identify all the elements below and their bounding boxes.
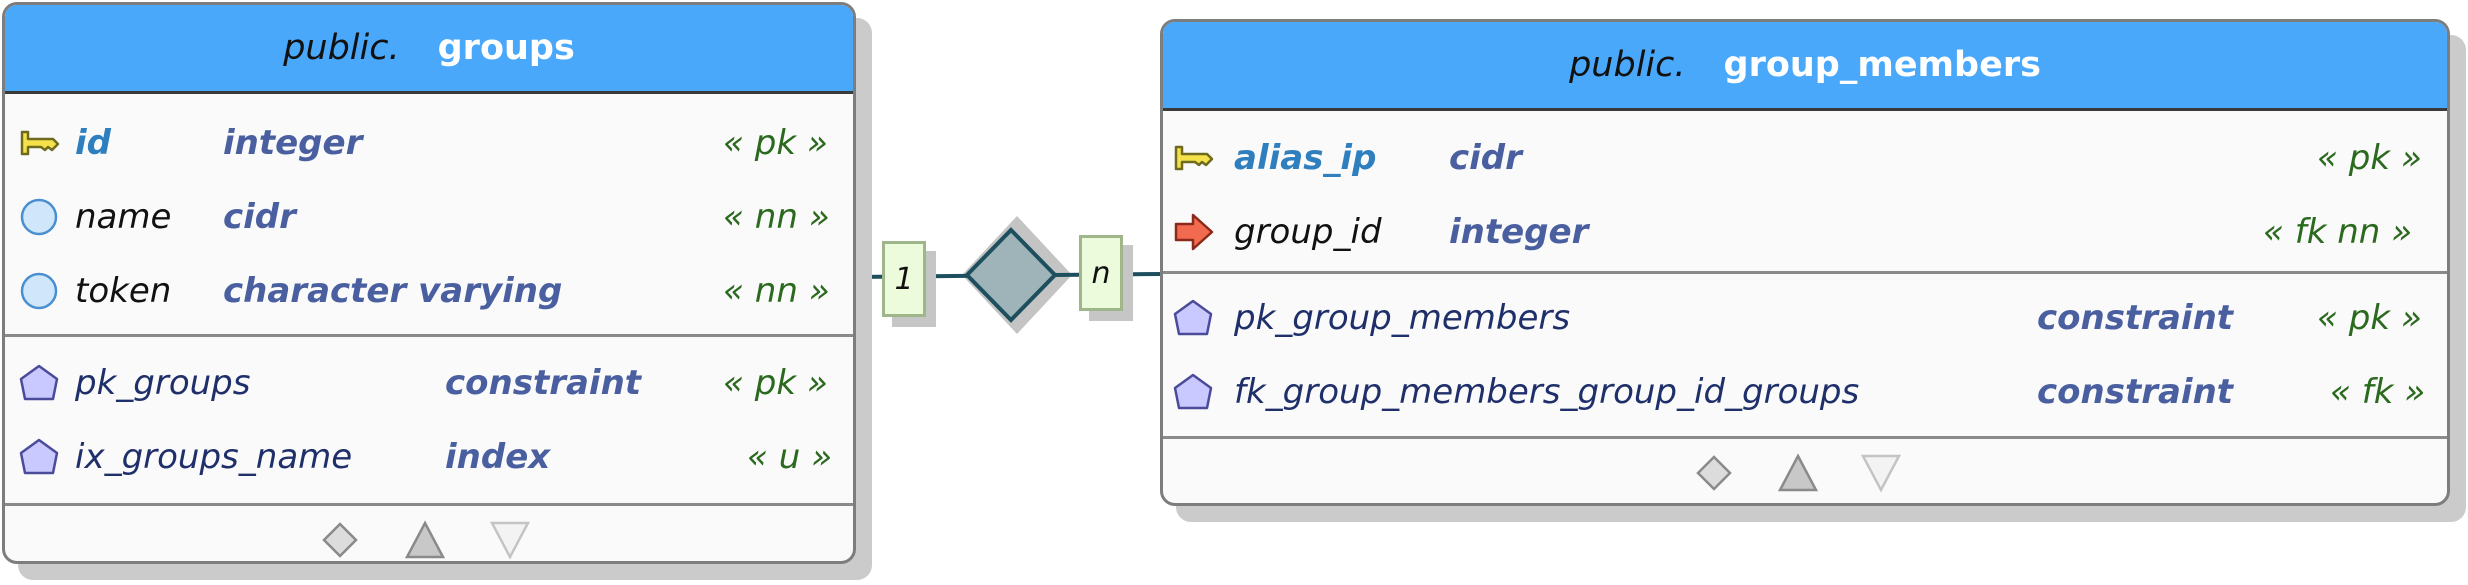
column-row-token[interactable]: token character varying « nn » [5,254,853,328]
triangle-down-icon[interactable] [1860,452,1902,494]
table-header[interactable]: public. group_members [1163,22,2447,111]
relationship-diamond [964,227,1058,323]
primary-key-icon [19,123,61,163]
column-type: cidr [223,197,296,237]
constraint-tag: « pk » [2317,298,2422,338]
diamond-icon[interactable] [319,519,361,561]
column-tag: « pk » [723,123,828,163]
cardinality-many-label: n [1079,235,1123,311]
constraint-tag: « pk » [723,363,828,403]
column-row-id[interactable]: id integer « pk » [5,106,853,180]
constraint-row-fk-group-members[interactable]: fk_group_members_group_id_groups constra… [1163,355,2447,429]
constraint-tag: « u » [747,437,833,477]
column-name: token [75,271,172,311]
constraint-row-ix-groups-name[interactable]: ix_groups_name index « u » [5,420,853,494]
diamond-icon[interactable] [1693,452,1735,494]
constraint-type: constraint [445,363,642,403]
constraint-name: fk_group_members_group_id_groups [1234,372,1860,412]
constraint-pentagon-icon [19,437,61,477]
triangle-up-icon[interactable] [404,519,446,561]
constraint-pentagon-icon [1173,298,1215,338]
constraint-pentagon-icon [19,363,61,403]
cardinality-one-text: 1 [894,261,914,297]
column-tag: « nn » [723,197,830,237]
column-row-alias-ip[interactable]: alias_ip cidr « pk » [1163,121,2447,195]
section-divider [5,334,853,337]
constraint-row-pk-group-members[interactable]: pk_group_members constraint « pk » [1163,281,2447,355]
column-type: cidr [1449,138,1522,178]
table-footer [1163,439,2447,503]
column-name: name [75,197,172,237]
column-tag: « pk » [2317,138,2422,178]
schema-name: public. [1569,45,1686,85]
column-tag: « fk nn » [2263,212,2413,252]
column-name: id [75,123,111,163]
column-row-group-id[interactable]: group_id integer « fk nn » [1163,195,2447,269]
cardinality-one-label: 1 [882,241,926,317]
constraint-row-pk-groups[interactable]: pk_groups constraint « pk » [5,346,853,420]
column-tag: « nn » [723,271,830,311]
column-name: alias_ip [1234,138,1377,178]
section-divider [5,503,853,506]
column-type: character varying [223,271,563,311]
table-group-members[interactable]: public. group_members alias_ip cidr « pk… [1160,19,2450,506]
constraint-name: pk_group_members [1234,298,1571,338]
section-divider [1163,271,2447,274]
foreign-key-arrow-icon [1173,212,1215,252]
table-groups[interactable]: public. groups id integer « pk » name ci… [2,2,856,564]
constraint-name: ix_groups_name [75,437,353,477]
table-name: groups [437,28,575,68]
cardinality-many-text: n [1091,255,1111,291]
column-circle-icon [19,271,61,311]
table-footer [5,506,853,561]
constraint-type: constraint [2037,298,2234,338]
column-name: group_id [1234,212,1382,252]
constraint-name: pk_groups [75,363,251,403]
table-header[interactable]: public. groups [5,5,853,94]
table-name: group_members [1723,45,2041,85]
constraint-type: index [445,437,551,477]
column-type: integer [1449,212,1589,252]
constraint-tag: « fk » [2330,372,2426,412]
schema-name: public. [283,28,400,68]
constraint-type: constraint [2037,372,2234,412]
column-circle-icon [19,197,61,237]
triangle-down-icon[interactable] [489,519,531,561]
section-divider [1163,436,2447,439]
primary-key-icon [1173,138,1215,178]
triangle-up-icon[interactable] [1777,452,1819,494]
column-type: integer [223,123,363,163]
column-row-name[interactable]: name cidr « nn » [5,180,853,254]
constraint-pentagon-icon [1173,372,1215,412]
